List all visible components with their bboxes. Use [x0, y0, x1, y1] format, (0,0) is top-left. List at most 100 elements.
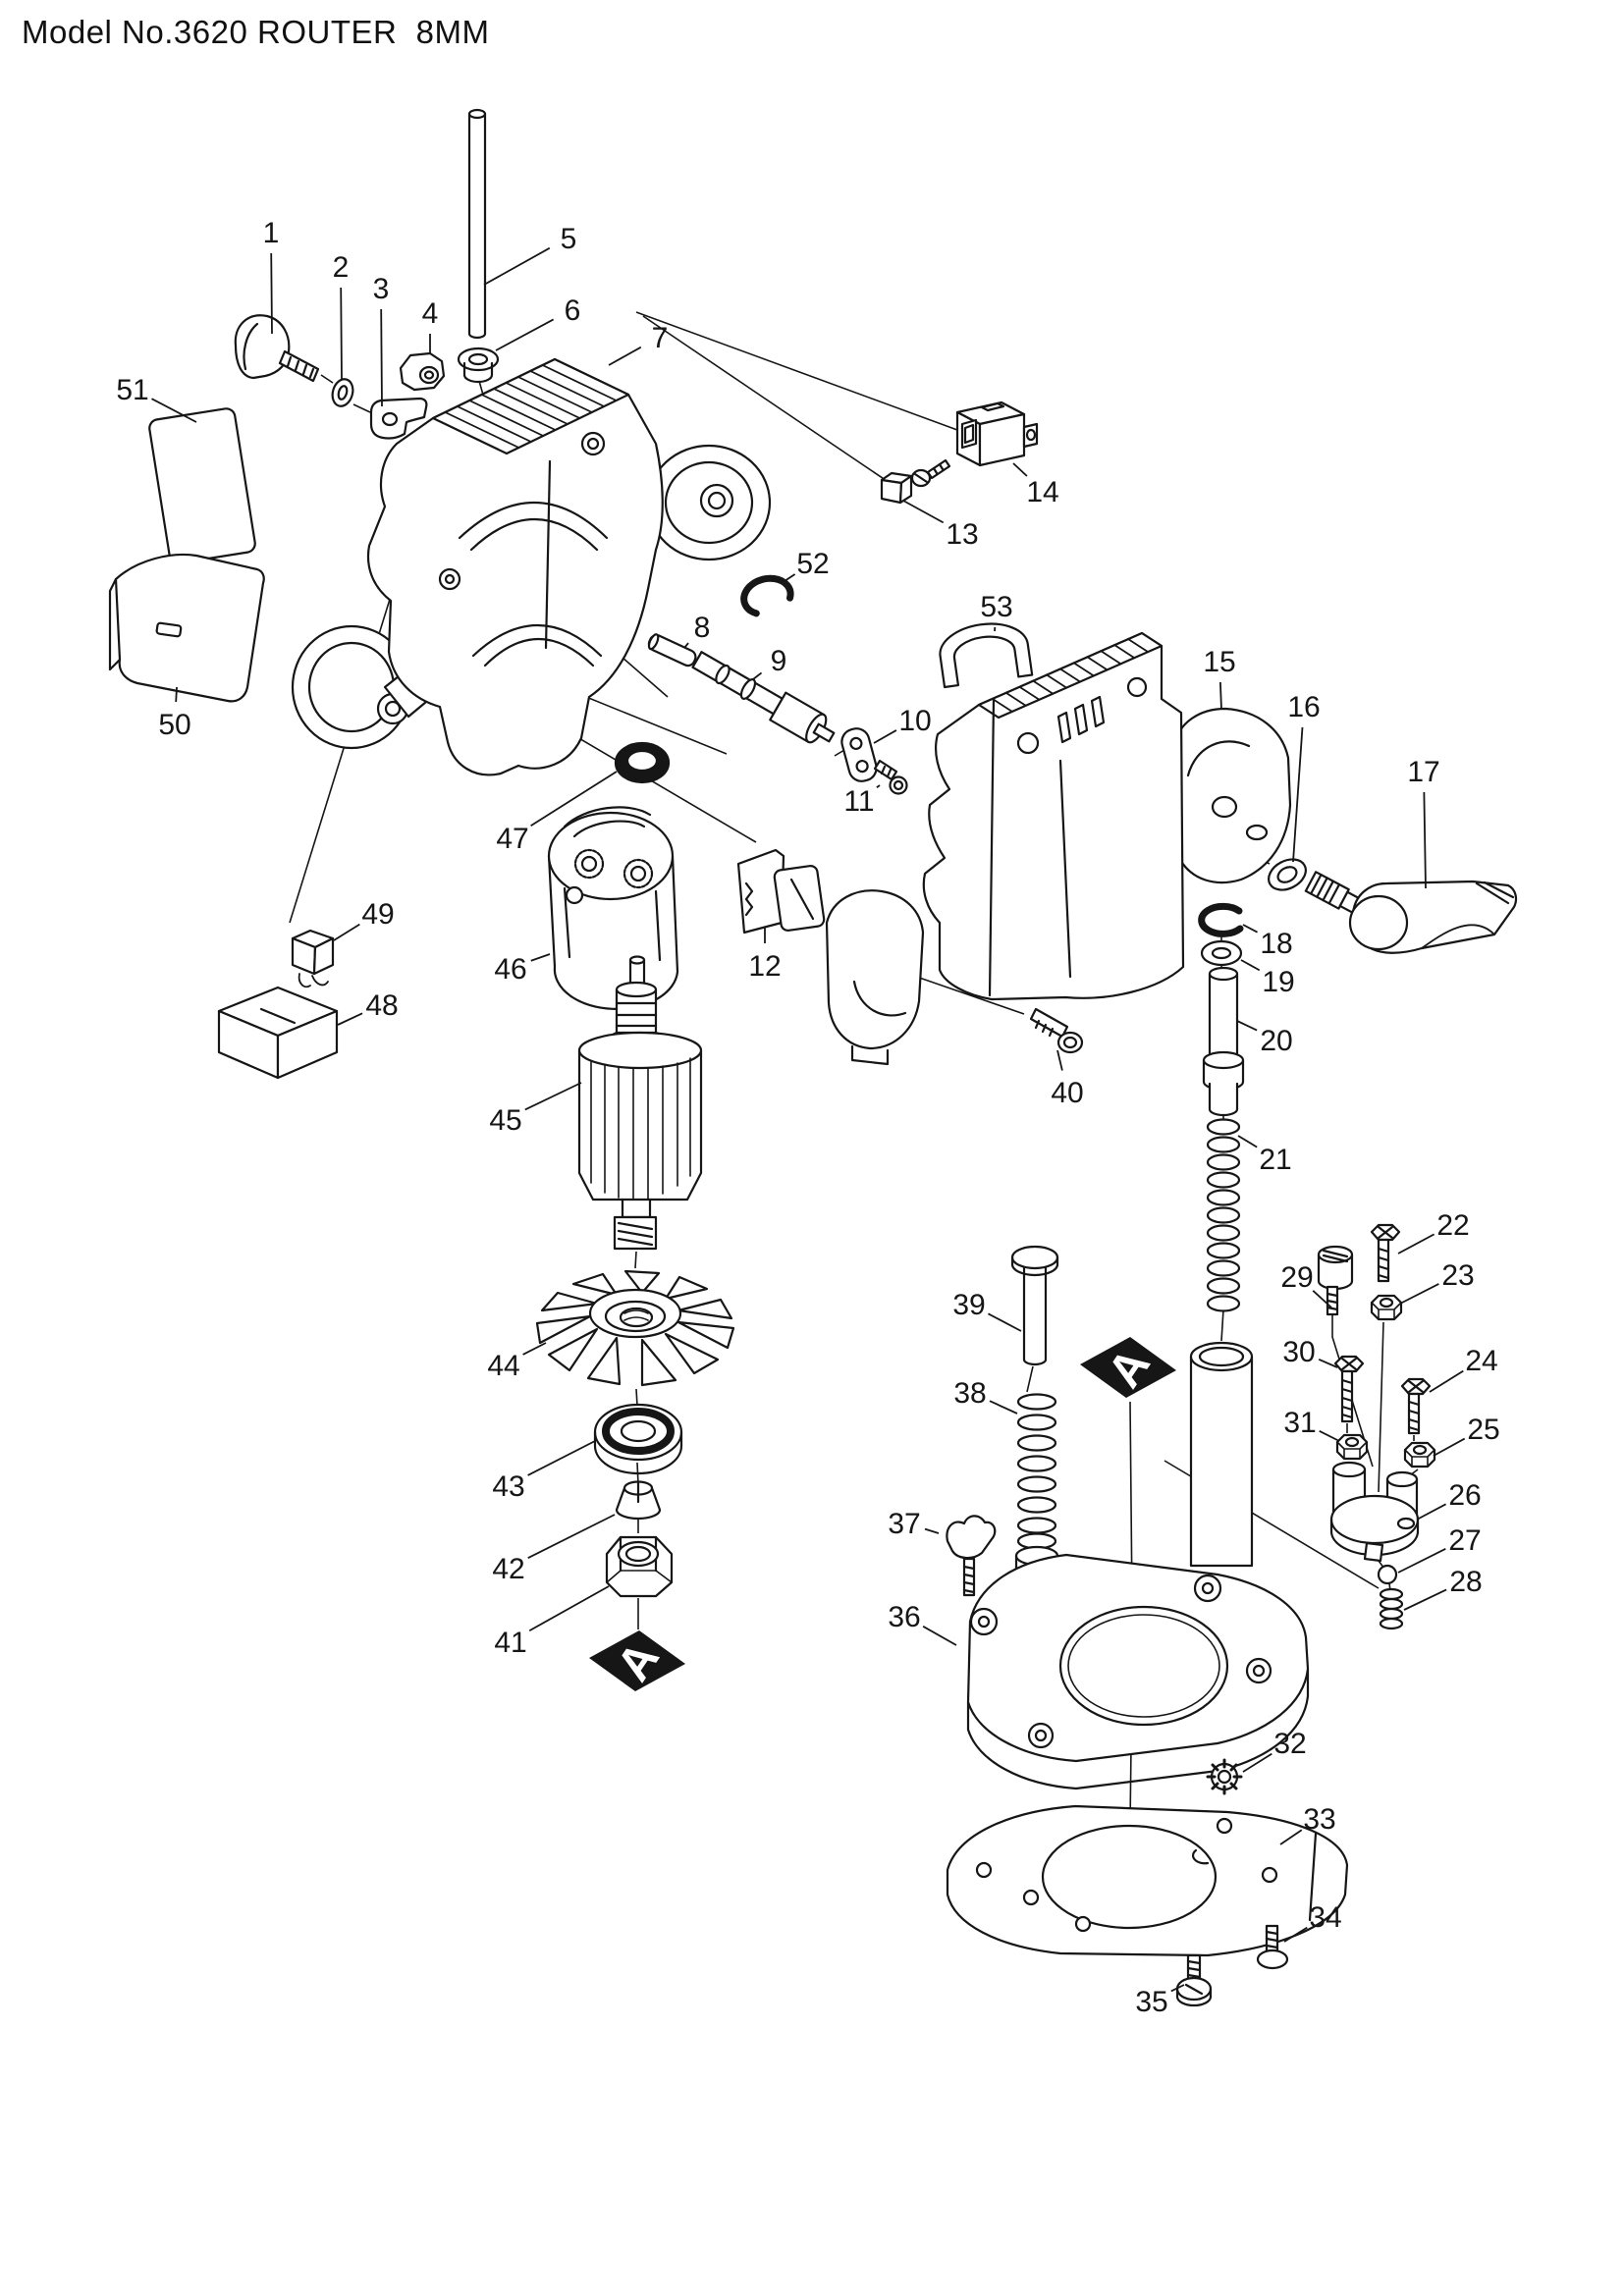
- callout-leader-33: [1279, 1829, 1303, 1845]
- page-title: Model No.3620 ROUTER 8MM: [22, 14, 490, 50]
- part-number-33: 33: [1303, 1803, 1335, 1836]
- part-number-24: 24: [1465, 1345, 1497, 1377]
- warning-diamond-icon: [589, 1630, 685, 1691]
- cover-art: [108, 553, 265, 703]
- armature-art: [577, 955, 703, 1251]
- lock-plate-art: [369, 397, 428, 440]
- gear-housing-art: [291, 357, 772, 776]
- part-number-12: 12: [748, 950, 781, 983]
- guide-rod-art: [467, 108, 487, 340]
- callout-leader-13: [902, 500, 945, 524]
- screw-34-art: [1256, 1924, 1289, 1970]
- warning-letter: A: [1099, 1340, 1161, 1397]
- switch-14-art: [955, 400, 1039, 467]
- part-number-6: 6: [565, 294, 581, 327]
- callout-leader-11: [876, 784, 881, 788]
- screw-22-art: [1370, 1223, 1401, 1283]
- part-number-17: 17: [1407, 756, 1439, 788]
- part-number-27: 27: [1448, 1524, 1481, 1557]
- part-number-25: 25: [1467, 1414, 1499, 1446]
- part-number-21: 21: [1259, 1144, 1291, 1176]
- part-number-41: 41: [494, 1627, 526, 1659]
- callout-leader-14: [1012, 462, 1028, 477]
- plate-10-art: [840, 727, 878, 782]
- callout-leader-17: [1423, 791, 1427, 889]
- part-number-34: 34: [1309, 1901, 1341, 1934]
- clamp-knob-art: [234, 314, 320, 383]
- washer-19-art: [1200, 939, 1243, 967]
- callout-leader-7: [608, 346, 642, 366]
- callout-leader-1: [270, 252, 273, 335]
- callout-leader-40: [1056, 1049, 1063, 1071]
- callout-leader-45: [524, 1082, 582, 1111]
- grommet-art: [457, 347, 500, 384]
- warning-diamond-icon: [1080, 1337, 1176, 1398]
- callout-leader-22: [1397, 1233, 1435, 1255]
- callout-leader-51: [151, 398, 197, 423]
- washer-stud-16-art: [1268, 858, 1367, 917]
- nut-23-art: [1370, 1294, 1403, 1321]
- callout-leader-24: [1429, 1369, 1464, 1393]
- part-number-51: 51: [116, 374, 148, 406]
- callout-leader-20: [1236, 1020, 1258, 1032]
- part-number-18: 18: [1260, 928, 1292, 960]
- bearing-art: [593, 1403, 683, 1475]
- callout-leader-42: [527, 1514, 616, 1559]
- part-number-35: 35: [1135, 1986, 1167, 2018]
- callout-leader-47: [530, 771, 618, 828]
- part-number-30: 30: [1282, 1336, 1315, 1368]
- callout-leader-34: [1283, 1926, 1308, 1943]
- motor-housing-art: [825, 631, 1292, 1066]
- part-number-32: 32: [1273, 1728, 1306, 1760]
- callout-leader-9: [752, 671, 763, 680]
- warning-label-2: A: [1080, 1337, 1176, 1398]
- screw-40-art: [1029, 1007, 1084, 1054]
- callout-leader-44: [522, 1342, 547, 1356]
- part-number-8: 8: [694, 612, 711, 644]
- part-number-10: 10: [898, 705, 931, 737]
- part-number-14: 14: [1026, 476, 1058, 508]
- warning-label-1: A: [589, 1630, 685, 1691]
- part-number-50: 50: [158, 709, 190, 741]
- part-number-45: 45: [489, 1104, 521, 1137]
- callout-leader-27: [1397, 1548, 1446, 1574]
- part-number-5: 5: [561, 223, 577, 255]
- part-number-16: 16: [1287, 691, 1320, 723]
- part-number-38: 38: [953, 1377, 986, 1410]
- part-number-53: 53: [980, 591, 1012, 623]
- part-number-31: 31: [1283, 1407, 1316, 1439]
- part-number-20: 20: [1260, 1025, 1292, 1057]
- part-number-23: 23: [1441, 1259, 1474, 1292]
- callout-leader-19: [1240, 959, 1261, 972]
- part-number-37: 37: [888, 1508, 920, 1540]
- nut-25-art: [1403, 1441, 1436, 1468]
- callout-leader-48: [337, 1012, 363, 1026]
- washer-2-art: [331, 378, 354, 407]
- clamp-53-art: [939, 622, 1034, 689]
- nut-4-art: [399, 351, 446, 392]
- part-number-39: 39: [952, 1289, 985, 1321]
- part-number-3: 3: [373, 273, 390, 305]
- callout-leader-38: [989, 1400, 1018, 1415]
- callout-leader-29: [1312, 1290, 1332, 1308]
- part-number-11: 11: [843, 785, 874, 818]
- box-49-art: [291, 929, 335, 988]
- callout-leader-37: [924, 1527, 940, 1534]
- callout-leader-35: [1170, 1984, 1185, 1993]
- callout-leader-26: [1416, 1503, 1446, 1521]
- stopper-pole-art: [1202, 966, 1245, 1117]
- nut-31-art: [1335, 1433, 1369, 1461]
- pin-39-art: [1010, 1245, 1059, 1366]
- callout-leader-25: [1433, 1437, 1466, 1457]
- part-number-49: 49: [361, 898, 394, 931]
- callout-leader-8: [683, 642, 689, 649]
- callout-leader-6: [495, 318, 555, 351]
- shaft-lock-art: [691, 651, 836, 744]
- part-number-4: 4: [422, 297, 439, 330]
- sub-base-art: [946, 1804, 1349, 1957]
- guide-holder-art: [1329, 1461, 1420, 1563]
- part-number-19: 19: [1262, 966, 1294, 998]
- part-number-40: 40: [1051, 1077, 1083, 1109]
- part-number-13: 13: [946, 518, 978, 551]
- lock-lever-art: [1348, 880, 1518, 954]
